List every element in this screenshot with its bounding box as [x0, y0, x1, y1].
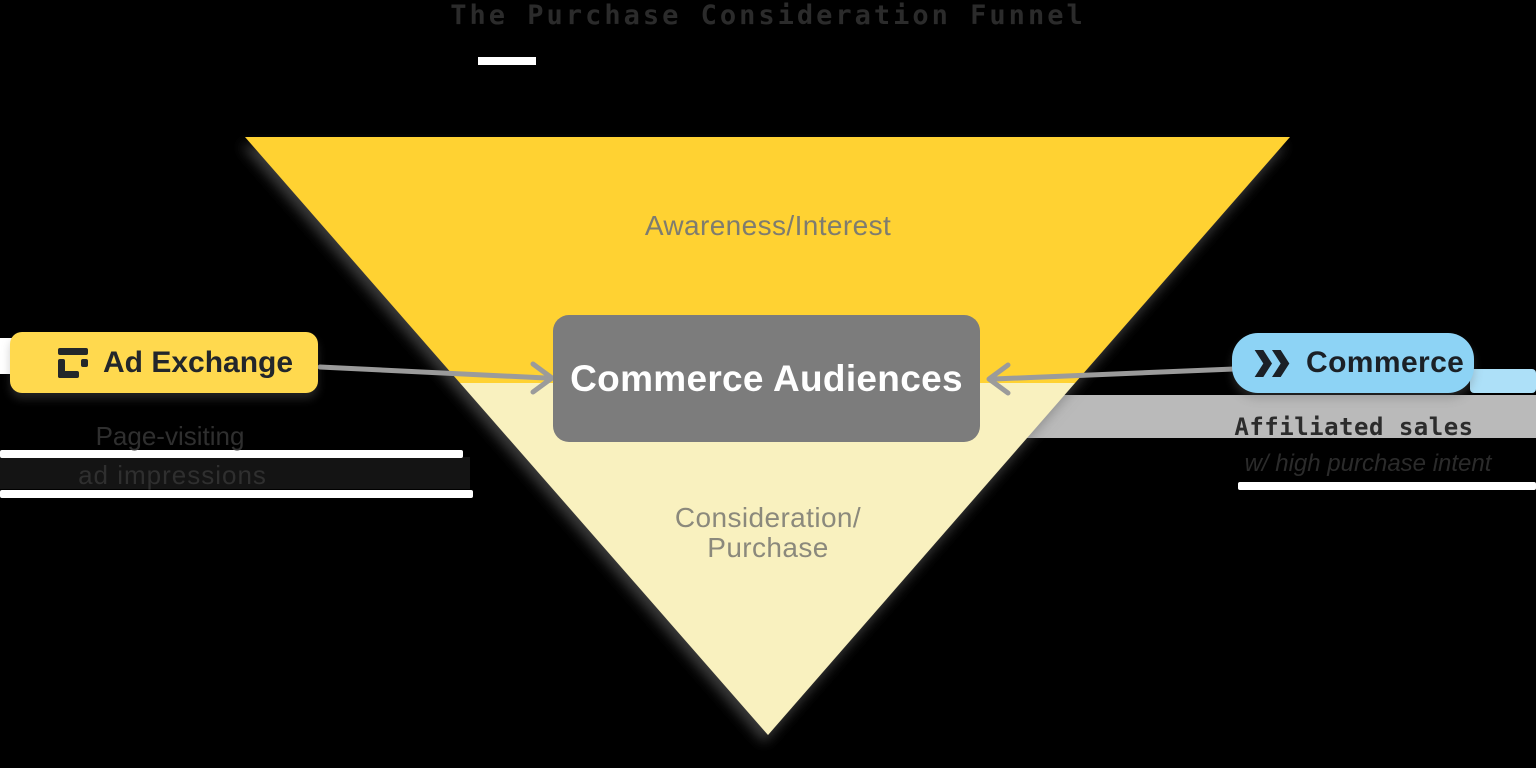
funnel-shape: [245, 137, 1290, 735]
awareness-interest-label: Awareness/Interest: [644, 210, 892, 241]
arrows-group: [317, 361, 1237, 396]
commerce-label: Commerce: [1306, 346, 1465, 379]
consideration-label-line1: Consideration/: [674, 502, 862, 533]
title-highlight-stripe: [478, 57, 536, 65]
right-underline-stripe: [1238, 482, 1536, 490]
ad-exchange-label: Ad Exchange: [103, 345, 294, 379]
left-underline-stripe-1: [0, 450, 463, 458]
left-edge-white-stripe: [0, 338, 12, 374]
commerce-audiences-label: Commerce Audiences: [570, 357, 963, 399]
right-arrow-line: [991, 366, 1237, 382]
ad-exchange-logo-icon: [57, 347, 89, 378]
page-title: The Purchase Consideration Funnel: [450, 0, 1086, 31]
ad-exchange-pill: Ad Exchange: [10, 332, 318, 393]
double-chevron-icon: [1254, 349, 1290, 377]
right-caption-gray-band: [1020, 395, 1536, 438]
funnel-top-section: [245, 137, 1290, 383]
left-arrow-line: [317, 364, 549, 381]
commerce-audiences-box: Commerce Audiences: [553, 315, 980, 442]
funnel-bottom-section: [460, 383, 1075, 735]
left-arrowhead-icon: [530, 361, 555, 395]
left-caption-faint-band: [0, 457, 470, 489]
commerce-pill: Commerce: [1232, 333, 1474, 393]
right-caption-line2: w/ high purchase intent: [1244, 450, 1492, 477]
commerce-pill-tail: [1470, 369, 1536, 393]
right-arrowhead-icon: [986, 362, 1011, 396]
left-caption-line1: Page-visiting: [95, 421, 245, 451]
affiliated-sales-label: Affiliated sales: [1234, 413, 1474, 441]
consideration-purchase-label: Consideration/ Purchase: [508, 503, 1028, 563]
left-caption-line2: ad impressions: [78, 460, 267, 490]
consideration-label-line2: Purchase: [707, 532, 829, 563]
left-underline-stripe-2: [0, 490, 473, 498]
